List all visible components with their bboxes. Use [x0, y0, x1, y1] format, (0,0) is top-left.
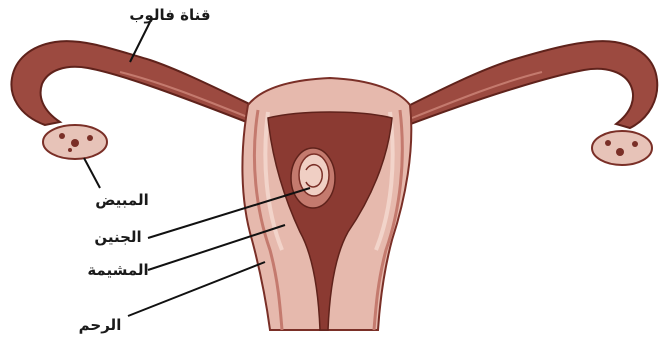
- label-placenta: المشيمة: [87, 261, 148, 279]
- left-fallopian-tube: [11, 41, 262, 128]
- right-fallopian-tube: [400, 41, 657, 128]
- right-ovary: [592, 131, 652, 165]
- label-uterus: الرحم: [79, 316, 122, 334]
- leader-ovary: [84, 158, 100, 188]
- label-embryo: الجنين: [94, 228, 141, 246]
- label-fallopian-tube: قناة فالوب: [129, 6, 210, 24]
- label-ovary: المبيض: [95, 191, 149, 209]
